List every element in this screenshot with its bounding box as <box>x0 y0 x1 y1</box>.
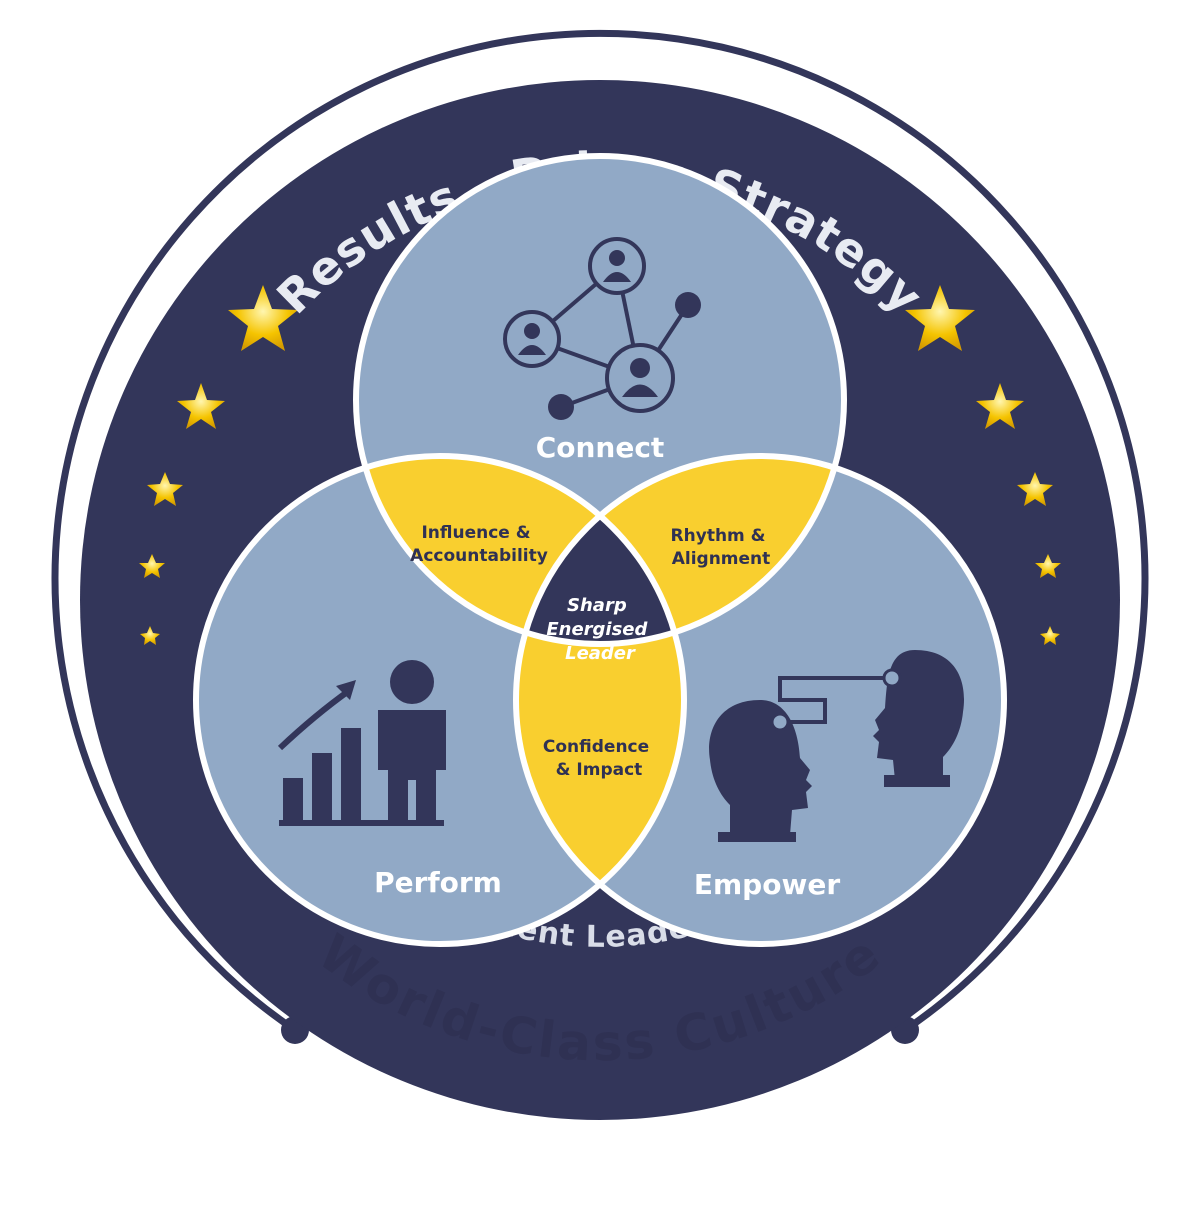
star-icon <box>1017 472 1053 506</box>
mentoring-heads-icon <box>709 650 965 842</box>
label-sharp-energised-leader: Sharp Energised Leader <box>546 595 653 664</box>
star-icon <box>1040 626 1060 645</box>
outline-perform <box>193 453 687 947</box>
stars-left <box>139 285 298 645</box>
label-influence-accountability: Influence & Accountability <box>410 523 548 566</box>
star-icon <box>228 285 298 351</box>
star-icon <box>139 554 165 578</box>
growth-chart-person-icon <box>277 660 446 826</box>
network-people-icon <box>503 237 701 420</box>
stars-right <box>905 285 1061 645</box>
label-rhythm-alignment: Rhythm & Alignment <box>671 526 772 569</box>
star-icon <box>177 383 225 429</box>
star-icon <box>140 626 160 645</box>
star-icon <box>905 285 975 351</box>
label-confidence-impact: Confidence & Impact <box>543 737 655 780</box>
label-perform: Perform <box>374 866 502 899</box>
outer-ring-line <box>51 29 1149 1033</box>
star-icon <box>1035 554 1061 578</box>
label-connect: Connect <box>536 431 665 464</box>
outline-connect <box>353 153 847 647</box>
star-icon <box>147 472 183 506</box>
outline-empower <box>513 453 1007 947</box>
center-core-region <box>516 456 684 644</box>
star-icon <box>976 383 1024 429</box>
label-empower: Empower <box>694 868 840 901</box>
